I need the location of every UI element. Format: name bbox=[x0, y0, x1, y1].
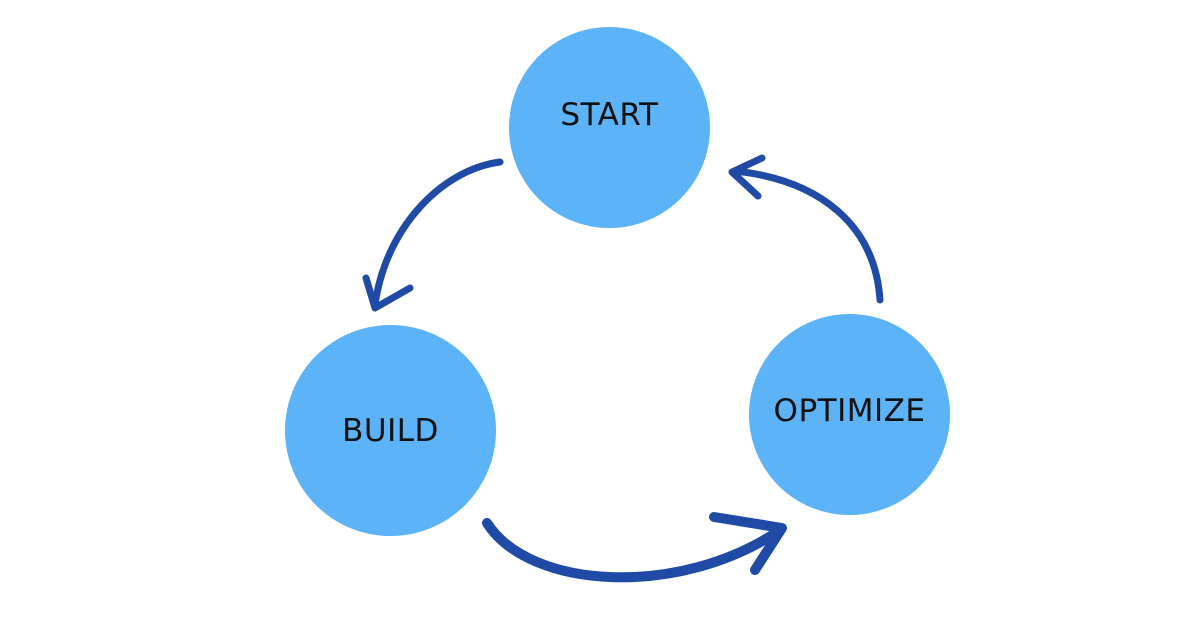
arrow-optimize-to-start-curve bbox=[731, 167, 884, 304]
arrow-optimize-to-start bbox=[728, 154, 884, 304]
arrow-optimize-to-start-head bbox=[728, 154, 766, 200]
node-build: BUILD bbox=[285, 325, 496, 536]
arrow-build-to-optimize bbox=[482, 512, 787, 583]
node-start-label: START bbox=[560, 96, 659, 133]
arrow-start-to-build-head bbox=[362, 274, 414, 312]
node-optimize: OPTIMIZE bbox=[749, 314, 950, 515]
node-optimize-label: OPTIMIZE bbox=[773, 392, 926, 429]
node-start: START bbox=[509, 27, 710, 228]
arrow-start-to-build bbox=[362, 158, 504, 312]
arrow-start-to-build-curve bbox=[371, 158, 504, 309]
arrow-build-to-optimize-curve bbox=[482, 518, 785, 583]
arrow-build-to-optimize-head bbox=[709, 512, 787, 575]
node-build-label: BUILD bbox=[342, 412, 439, 449]
